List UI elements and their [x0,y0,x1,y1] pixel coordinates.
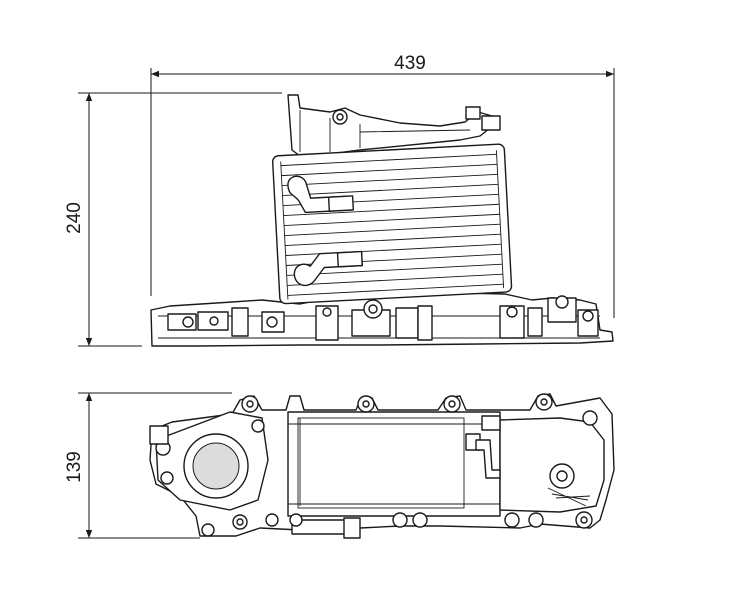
round-inlet-port [155,411,269,511]
outlet-pipe [289,513,361,539]
base-bosses [167,295,599,341]
width-dimension-label: 439 [394,53,426,74]
left-pipe-stub [149,425,169,445]
side-height-dimension: 240 [64,92,282,347]
side-height-dimension-label: 240 [64,202,85,234]
cooler-body-top [287,411,501,517]
cooler-block [271,143,513,305]
coolant-pipe-lower [293,250,363,287]
top-height-dimension-label: 139 [64,451,85,483]
top-height-dimension: 139 [64,392,232,539]
right-end-housing [465,415,605,513]
side-view [150,94,614,347]
top-view [149,393,615,539]
width-dimension: 439 [150,53,615,318]
mounting-lugs [201,393,598,537]
coolant-pipe-upper [287,175,355,214]
